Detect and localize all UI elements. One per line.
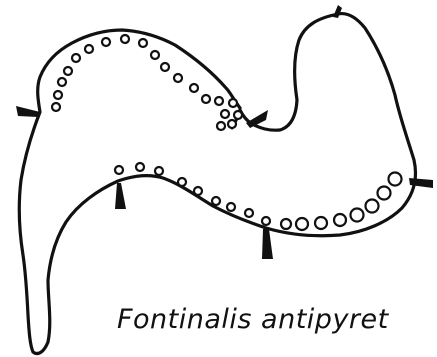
cell [221, 110, 229, 118]
cell [194, 187, 202, 195]
cell [58, 78, 66, 86]
cell [296, 218, 308, 230]
cell [178, 178, 186, 186]
wedge-markers [16, 5, 433, 259]
cell [227, 203, 235, 211]
cell [378, 187, 391, 200]
cell [121, 35, 129, 43]
cell [217, 122, 225, 130]
cell [334, 214, 346, 226]
marker-inner-left [115, 183, 126, 209]
cell [155, 167, 163, 175]
cell [139, 39, 147, 47]
cell [351, 209, 364, 222]
cell [115, 166, 123, 174]
cell [229, 99, 237, 107]
cell [366, 200, 379, 213]
cell [136, 163, 144, 171]
species-caption: Fontinalis antipyret [117, 303, 437, 337]
cell [54, 91, 62, 99]
cell [234, 111, 242, 119]
cell [72, 54, 80, 62]
cell [389, 173, 402, 186]
cell [245, 209, 253, 217]
cell [64, 67, 72, 75]
cell [151, 51, 159, 59]
cells-upper [52, 35, 242, 130]
cell [315, 217, 327, 229]
cell [281, 219, 291, 229]
cell [52, 103, 60, 111]
cell [190, 84, 198, 92]
cell [202, 95, 210, 103]
marker-top-right [333, 5, 342, 18]
cell [228, 120, 236, 128]
cell [161, 63, 169, 71]
marker-left [16, 106, 40, 117]
cell [212, 197, 220, 205]
cells-lower [115, 163, 402, 230]
cell [102, 38, 110, 46]
cell [174, 74, 182, 82]
cell [215, 97, 223, 105]
cell [262, 217, 270, 225]
marker-bottom [262, 229, 273, 259]
cell [85, 45, 93, 53]
